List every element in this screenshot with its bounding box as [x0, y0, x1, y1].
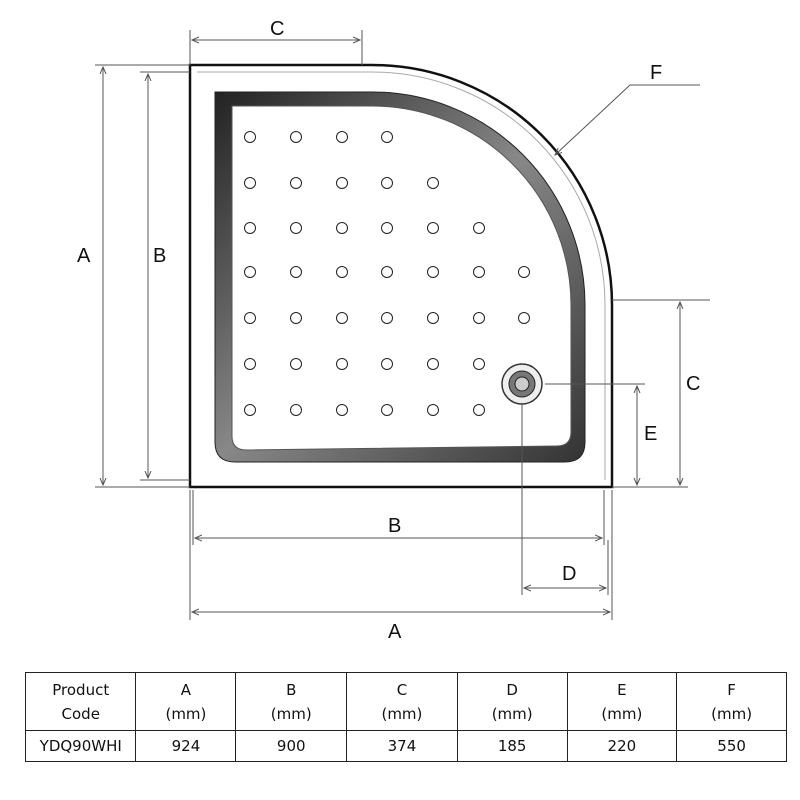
- dim-label-a-bottom: A: [388, 621, 402, 643]
- anti-slip-dot: [427, 312, 439, 324]
- dim-label-c-right: C: [686, 373, 700, 395]
- anti-slip-dot: [427, 404, 439, 416]
- anti-slip-dot: [381, 358, 393, 370]
- header-text: (mm): [601, 704, 643, 723]
- table-header-cell: F (mm): [676, 672, 787, 731]
- anti-slip-dot: [336, 222, 348, 234]
- table-cell: 550: [676, 730, 787, 762]
- anti-slip-dot: [427, 358, 439, 370]
- anti-slip-dot: [244, 131, 256, 143]
- dim-label-f: F: [650, 62, 662, 84]
- anti-slip-dot: [244, 404, 256, 416]
- header-text: (mm): [711, 704, 753, 723]
- table-header-cell: D (mm): [456, 672, 568, 731]
- anti-slip-dots: [244, 131, 530, 416]
- table-cell: YDQ90WHI: [24, 730, 137, 762]
- header-text: (mm): [165, 704, 207, 723]
- anti-slip-dot: [381, 131, 393, 143]
- anti-slip-dot: [473, 222, 485, 234]
- table-header-cell: E (mm): [566, 672, 678, 731]
- table-header-cell: B (mm): [235, 672, 348, 731]
- anti-slip-dot: [290, 358, 302, 370]
- anti-slip-dot: [336, 358, 348, 370]
- header-text: E: [617, 680, 627, 699]
- anti-slip-dot: [244, 222, 256, 234]
- table-cell: 924: [135, 730, 237, 762]
- anti-slip-dot: [290, 404, 302, 416]
- table-cell: 185: [456, 730, 568, 762]
- header-text: A: [180, 680, 192, 699]
- anti-slip-dot: [244, 177, 256, 189]
- anti-slip-dot: [381, 266, 393, 278]
- anti-slip-dot: [518, 266, 530, 278]
- anti-slip-dot: [381, 312, 393, 324]
- header-text: D: [506, 680, 518, 699]
- table-cell: 374: [346, 730, 458, 762]
- header-text: B: [286, 680, 297, 699]
- anti-slip-dot: [336, 404, 348, 416]
- anti-slip-dot: [381, 222, 393, 234]
- anti-slip-dot: [427, 177, 439, 189]
- anti-slip-dot: [336, 312, 348, 324]
- drain-icon: [501, 363, 543, 405]
- table-cell: 220: [566, 730, 678, 762]
- table-cell: 900: [235, 730, 348, 762]
- dim-label-e: E: [644, 423, 657, 445]
- header-text: (mm): [491, 704, 533, 723]
- table-header-cell: A (mm): [135, 672, 237, 731]
- anti-slip-dot: [290, 131, 302, 143]
- anti-slip-dot: [290, 266, 302, 278]
- shower-tray-diagram: A B C F C E B D A: [77, 18, 710, 643]
- anti-slip-dot: [473, 404, 485, 416]
- anti-slip-dot: [290, 222, 302, 234]
- anti-slip-dot: [427, 266, 439, 278]
- anti-slip-dot: [518, 312, 530, 324]
- anti-slip-dot: [244, 266, 256, 278]
- anti-slip-dot: [473, 266, 485, 278]
- header-text: Code: [61, 704, 100, 723]
- anti-slip-dot: [290, 312, 302, 324]
- dim-label-c-top: C: [270, 18, 284, 40]
- header-text: Product: [52, 680, 110, 699]
- dim-label-d: D: [562, 563, 576, 585]
- dim-label-b-left: B: [153, 245, 166, 267]
- header-text: (mm): [381, 704, 423, 723]
- anti-slip-dot: [290, 177, 302, 189]
- anti-slip-dot: [381, 177, 393, 189]
- tray-basin-floor: [231, 105, 572, 451]
- header-text: (mm): [270, 704, 312, 723]
- anti-slip-dot: [336, 131, 348, 143]
- dim-label-a-left: A: [77, 245, 91, 267]
- anti-slip-dot: [244, 312, 256, 324]
- anti-slip-dot: [427, 222, 439, 234]
- dimension-lines: [95, 30, 710, 620]
- anti-slip-dot: [336, 266, 348, 278]
- anti-slip-dot: [336, 177, 348, 189]
- anti-slip-dot: [381, 404, 393, 416]
- anti-slip-dot: [473, 312, 485, 324]
- table-header-cell: C (mm): [346, 672, 458, 731]
- anti-slip-dot: [473, 358, 485, 370]
- dim-label-b-bottom: B: [388, 515, 401, 537]
- header-text: F: [727, 680, 736, 699]
- header-text: C: [396, 680, 408, 699]
- anti-slip-dot: [244, 358, 256, 370]
